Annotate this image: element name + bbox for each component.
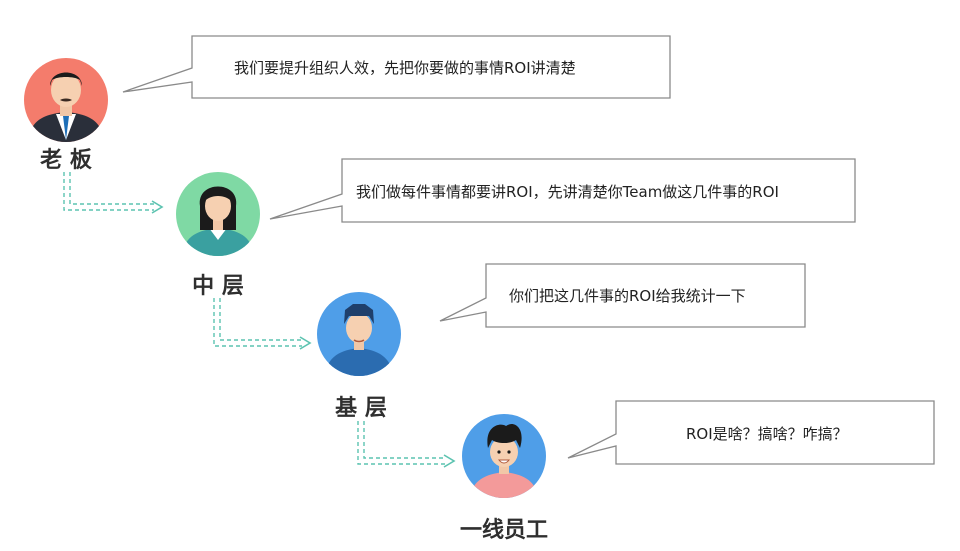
team-lead-avatar-icon [317, 292, 401, 376]
team-lead-speech-text: 你们把这几件事的ROI给我统计一下 [509, 287, 746, 305]
flow-arrow-1-inner [69, 172, 154, 205]
manager-avatar-icon [176, 172, 260, 256]
arrowhead-2 [299, 336, 312, 350]
boss-speech-text: 我们要提升组织人效，先把你要做的事情ROI讲清楚 [234, 59, 576, 77]
role-label-manager: 中 层 [192, 274, 244, 299]
speech-bubble-boss [122, 35, 671, 99]
flow-arrow-3-inner [363, 421, 446, 459]
arrowhead-1 [151, 200, 164, 214]
boss-avatar-icon [24, 58, 108, 142]
role-label-boss: 老 板 [40, 148, 92, 173]
flow-arrow-2-inner [219, 298, 302, 341]
role-label-team-lead: 基 层 [335, 396, 387, 421]
speech-bubble-frontline [567, 400, 935, 465]
flow-arrow-2 [213, 298, 302, 347]
speech-bubble-manager [269, 158, 856, 223]
frontline-employee-avatar-icon [462, 414, 546, 498]
frontline-speech-text: ROI是啥？搞啥？咋搞？ [686, 425, 848, 443]
flow-arrow-3 [357, 421, 446, 465]
manager-speech-text: 我们做每件事情都要讲ROI，先讲清楚你Team做这几件事的ROI [356, 183, 779, 201]
arrowhead-3 [443, 454, 456, 468]
flow-arrow-1 [63, 172, 154, 211]
speech-bubble-team-lead [439, 263, 806, 328]
role-label-frontline: 一线员工 [459, 518, 548, 543]
